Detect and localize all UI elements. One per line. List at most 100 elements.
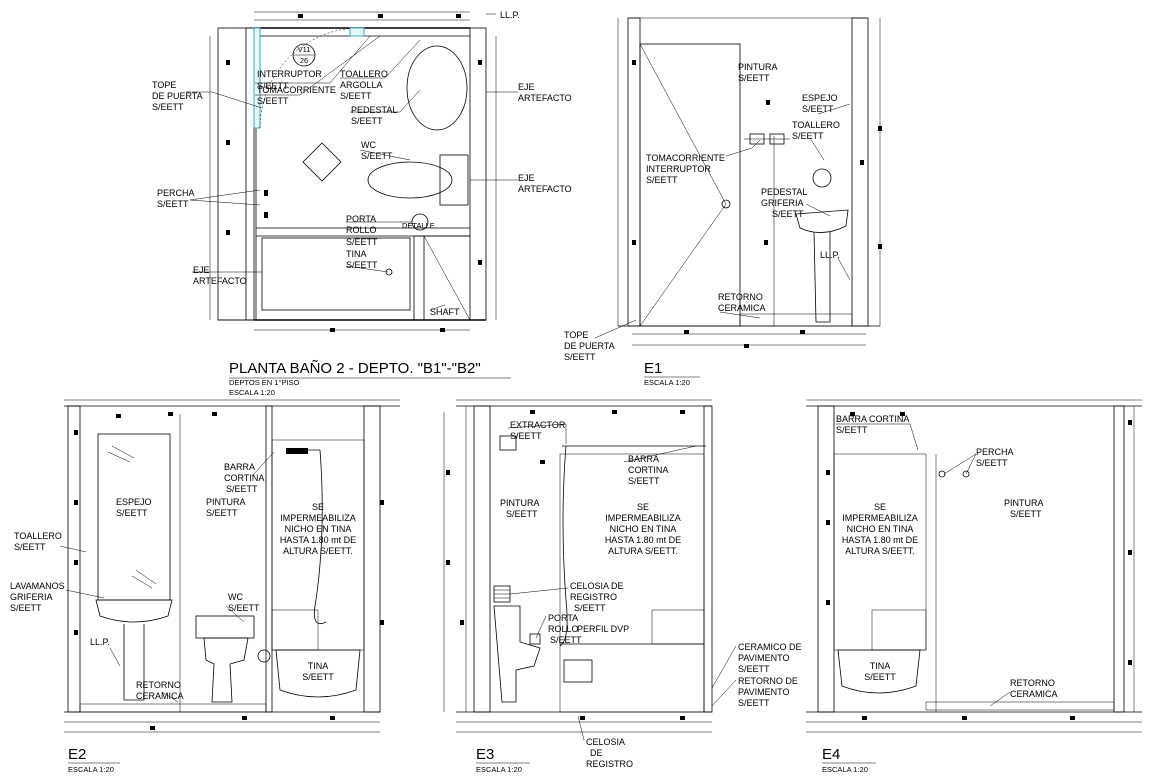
e3-label: S/EETT <box>738 664 770 674</box>
e3-label: ALTURA S/EETT. <box>608 546 678 556</box>
e4-label: IMPERMEABILIZA <box>842 513 918 523</box>
e2-label: BARRA <box>224 462 255 472</box>
e3-label: DE <box>590 748 603 758</box>
plan-label: S/EETT <box>340 91 372 101</box>
e3-label: PAVIMENTO <box>738 653 790 663</box>
elevation-e1: PINTURA S/EETT ESPEJO S/EETT TOALLERO S/… <box>564 17 881 387</box>
plan-label: INTERRUPTOR <box>257 69 322 79</box>
e2-label: LL.P. <box>90 637 110 647</box>
plan-label: ARTEFACTO <box>193 276 247 286</box>
e2-label: CORTINA <box>224 473 264 483</box>
plan-label: S/EETT <box>351 116 383 126</box>
e2-label: WC <box>228 592 243 602</box>
e3-label: PERFIL DVP <box>577 624 629 634</box>
e4-label: S/EETT <box>1010 509 1042 519</box>
plan-label: EJE <box>193 265 210 275</box>
e2-label: PINTURA <box>206 497 246 507</box>
plan-label: TOALLERO <box>340 69 388 79</box>
plan-label: S/EETT <box>257 81 289 91</box>
e3-label: NICHO EN TINA <box>610 524 677 534</box>
e1-label: S/EETT <box>738 73 770 83</box>
e3-title: E3 <box>476 746 494 763</box>
plan-label: S/EETT <box>346 260 378 270</box>
e3-label: PINTURA <box>500 498 540 508</box>
plan-subtitle: DEPTOS EN 1°PISO <box>229 378 300 387</box>
e2-label: RETORNO <box>136 680 181 690</box>
e1-title: E1 <box>644 360 662 377</box>
plan-label: ARGOLLA <box>340 80 383 90</box>
e1-label: GRIFERIA <box>761 198 804 208</box>
plan-pedestal-sink <box>406 45 468 131</box>
e3-label: PORTA <box>548 613 578 623</box>
plan-label: ARTEFACTO <box>518 93 572 103</box>
plan-label: S/EETT <box>257 96 289 106</box>
e2-label: NICHO EN TINA <box>285 524 352 534</box>
e2-label: HASTA 1.80 mt DE <box>280 535 356 545</box>
plan-label: WC <box>361 140 376 150</box>
e3-label: REGISTRO <box>586 759 633 769</box>
plan-label: TOPE <box>152 80 176 90</box>
e3-label: S/EETT <box>506 509 538 519</box>
plan-title: PLANTA BAÑO 2 - DEPTO. "B1"-"B2" <box>229 360 481 377</box>
plan-label: S/EETT <box>152 102 184 112</box>
e2-label: S/EETT <box>302 672 334 682</box>
plan-label: S/EETT <box>157 199 189 209</box>
e1-label: PINTURA <box>738 62 778 72</box>
e3-label: REGISTRO <box>570 592 617 602</box>
e1-label: INTERRUPTOR <box>646 164 711 174</box>
plan-label: ROLLO <box>346 225 377 235</box>
e3-label: BARRA <box>628 454 659 464</box>
e1-label: S/EETT <box>792 131 824 141</box>
e2-label: ESPEJO <box>116 497 152 507</box>
e1-label: PEDESTAL <box>761 187 807 197</box>
e2-label: LAVAMANOS <box>10 581 65 591</box>
e1-label: TOPE <box>564 330 588 340</box>
plan-label: EJE <box>518 173 535 183</box>
e4-label: CERAMICA <box>1010 689 1058 699</box>
e1-label: S/EETT <box>646 175 678 185</box>
e1-label: TOMACORRIENTE <box>646 153 725 163</box>
plan-label-llp: LL.P. <box>500 10 520 20</box>
plan-label: PEDESTAL <box>351 105 397 115</box>
e4-label: NICHO EN TINA <box>847 524 914 534</box>
e2-label: ALTURA S/EETT. <box>283 546 353 556</box>
e1-towel-ring-icon <box>812 168 832 188</box>
e2-wc-tank <box>195 615 255 639</box>
e1-label: ESPEJO <box>802 93 838 103</box>
e4-label: S/EETT <box>864 672 896 682</box>
e4-label: BARRA CORTINA <box>836 414 909 424</box>
e1-label: DE PUERTA <box>564 341 615 351</box>
plan-label: EJE <box>518 82 535 92</box>
e1-label: LL.P. <box>820 250 840 260</box>
e4-label: ALTURA S/EETT. <box>845 546 915 556</box>
e3-label: CERAMICO DE <box>738 642 802 652</box>
elevation-e4: BARRA CORTINA S/EETT PERCHA S/EETT SE IM… <box>806 399 1142 774</box>
plan-label: S/EETT <box>361 151 393 161</box>
plan-tag-top: V11 <box>298 45 311 54</box>
e2-label: CERAMICA <box>136 691 184 701</box>
plan-label: PERCHA <box>157 188 195 198</box>
plan-label: DE PUERTA <box>152 91 203 101</box>
e2-label: GRIFERIA <box>10 592 53 602</box>
e2-title: E2 <box>68 746 86 763</box>
plan-tag-bottom: 26 <box>300 56 308 65</box>
e2-tub <box>275 649 361 698</box>
e3-label: S/EETT <box>550 635 582 645</box>
e2-label: IMPERMEABILIZA <box>280 513 356 523</box>
e4-tub <box>837 649 921 694</box>
e2-label: S/EETT <box>116 508 148 518</box>
e3-label: HASTA 1.80 mt DE <box>605 535 681 545</box>
e3-label: CELOSIA DE <box>570 581 624 591</box>
e2-sink <box>95 599 173 623</box>
dimension-ticks <box>74 14 1132 730</box>
e3-label: SE <box>637 502 649 512</box>
e4-scale: ESCALA 1:20 <box>822 765 868 774</box>
plan-scale: ESCALA 1:20 <box>229 388 275 397</box>
e3-label: RETORNO DE <box>738 676 798 686</box>
e4-title: E4 <box>822 746 840 763</box>
e3-label: S/EETT <box>574 603 606 613</box>
e4-label: TINA <box>870 661 891 671</box>
e2-label: S/EETT <box>10 603 42 613</box>
e4-label: PERCHA <box>976 447 1014 457</box>
